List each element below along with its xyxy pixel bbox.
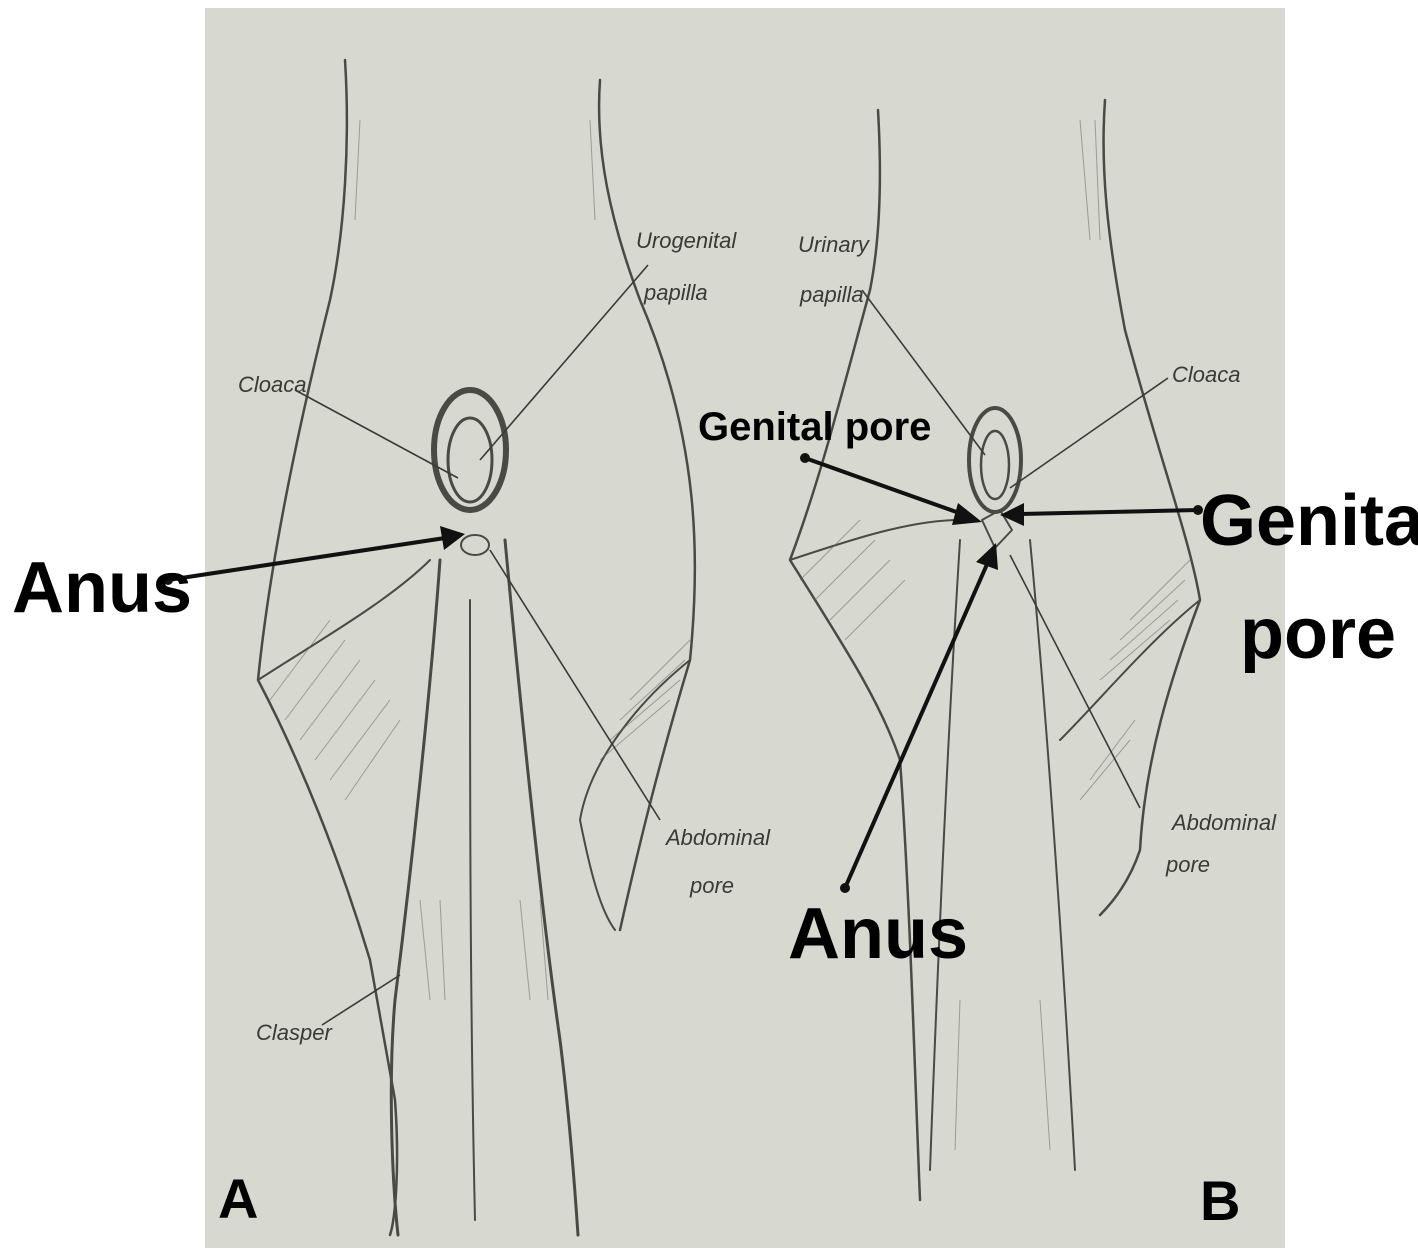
label-abdominal-pore-line2-a: pore [689,873,734,898]
label-cloaca-a: Cloaca [238,372,306,397]
label-genital-pore-inner-b: Genital pore [698,405,931,449]
panel-letter-a: A [218,1167,258,1230]
paper-background [205,8,1285,1248]
panel-letter-b: B [1200,1169,1240,1232]
label-abdominal-pore-line2-b: pore [1165,852,1210,877]
label-abdominal-pore-line1-a: Abdominal [664,825,771,850]
label-urinary-papilla-line2-b: papilla [799,282,864,307]
arrow-tail-dot-anus-b [840,883,850,893]
label-urogenital-papilla-line2-a: papilla [643,280,708,305]
label-clasper-a: Clasper [256,1020,333,1045]
label-anus-a: Anus [12,548,192,628]
label-genital-pore-outer-line2-b: pore [1240,594,1396,674]
label-genital-pore-outer-line1-b: Genital [1200,481,1418,561]
arrow-tail-dot-genital-pore-inner-b [800,453,810,463]
label-urogenital-papilla-line1-a: Urogenital [636,228,737,253]
label-anus-b: Anus [788,894,968,974]
label-abdominal-pore-line1-b: Abdominal [1170,810,1277,835]
label-cloaca-b: Cloaca [1172,362,1240,387]
label-urinary-papilla-line1-b: Urinary [798,232,871,257]
